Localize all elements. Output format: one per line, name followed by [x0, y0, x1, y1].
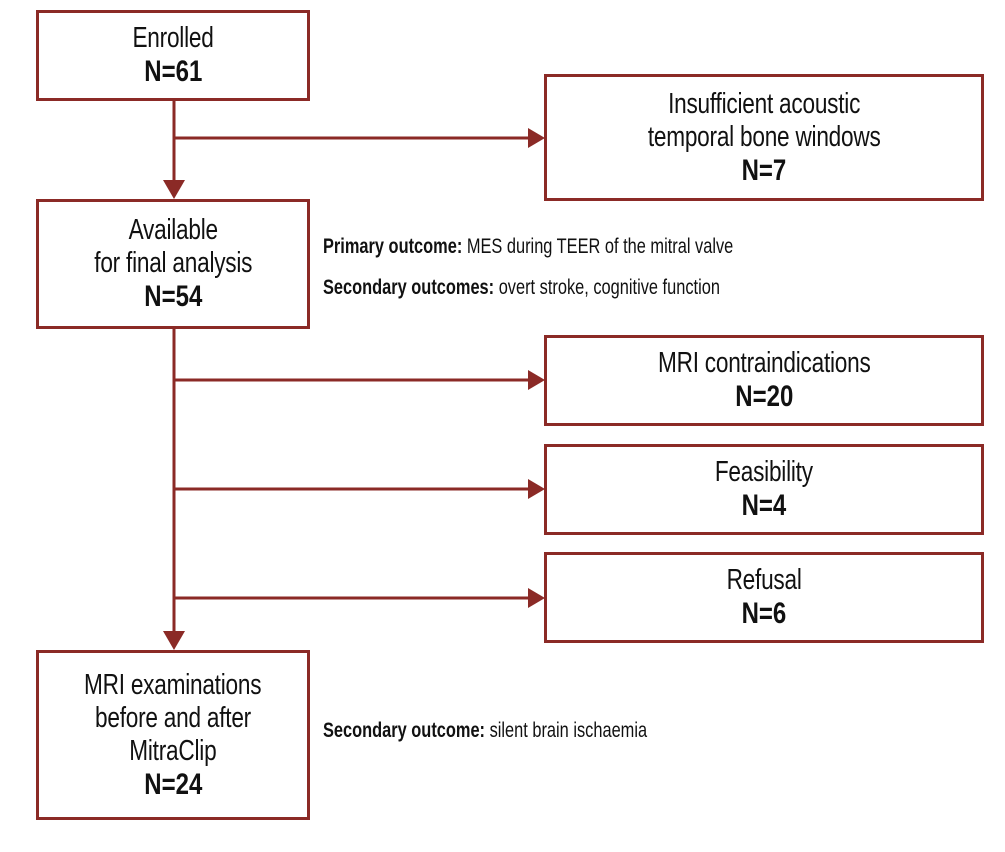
note-value: overt stroke, cognitive function [494, 276, 720, 299]
arrowhead-right-refusal [528, 588, 545, 608]
box-insufficient-windows: Insufficient acoustic temporal bone wind… [544, 74, 984, 201]
box-count: N=20 [734, 380, 794, 413]
note-value: silent brain ischaemia [485, 719, 648, 742]
box-count: N=24 [143, 767, 203, 801]
box-count: N=4 [741, 489, 787, 522]
box-mri-contraindications: MRI contraindications N=20 [544, 335, 984, 426]
box-count: N=7 [741, 153, 787, 187]
note-key: Secondary outcomes: [323, 276, 495, 299]
arrowhead-right-feasibility [528, 479, 545, 499]
box-feasibility: Feasibility N=4 [544, 444, 984, 535]
box-count: N=6 [741, 597, 787, 630]
arrowhead-right-mri-contra [528, 370, 545, 390]
arrowhead-down-available [163, 180, 185, 199]
box-label: MRI examinations [84, 668, 262, 701]
arrowhead-down-mri-exam [163, 631, 185, 650]
box-label: Feasibility [714, 456, 813, 488]
secondary-outcome-mri-note: Secondary outcome: silent brain ischaemi… [323, 718, 647, 744]
box-label: MitraClip [129, 734, 217, 767]
box-mri-examinations: MRI examinations before and after MitraC… [36, 650, 310, 820]
primary-outcome-note: Primary outcome: MES during TEER of the … [323, 234, 733, 260]
note-key: Secondary outcome: [323, 719, 486, 742]
box-label: Available [128, 214, 218, 246]
box-label: Refusal [726, 564, 802, 596]
box-count: N=61 [143, 55, 203, 88]
box-enrolled: Enrolled N=61 [36, 10, 310, 101]
box-available: Available for final analysis N=54 [36, 199, 310, 329]
box-label: temporal bone windows [647, 120, 881, 153]
note-key: Primary outcome: [323, 235, 463, 258]
box-label: Insufficient acoustic [667, 87, 861, 120]
box-label: Enrolled [132, 22, 214, 54]
box-label: for final analysis [94, 247, 252, 279]
box-refusal: Refusal N=6 [544, 552, 984, 643]
arrowhead-right-insufficient [528, 128, 545, 148]
box-label: MRI contraindications [657, 347, 871, 379]
note-value: MES during TEER of the mitral valve [462, 235, 734, 258]
box-count: N=54 [143, 280, 203, 313]
secondary-outcomes-note: Secondary outcomes: overt stroke, cognit… [323, 275, 720, 301]
box-label: before and after [95, 701, 251, 734]
